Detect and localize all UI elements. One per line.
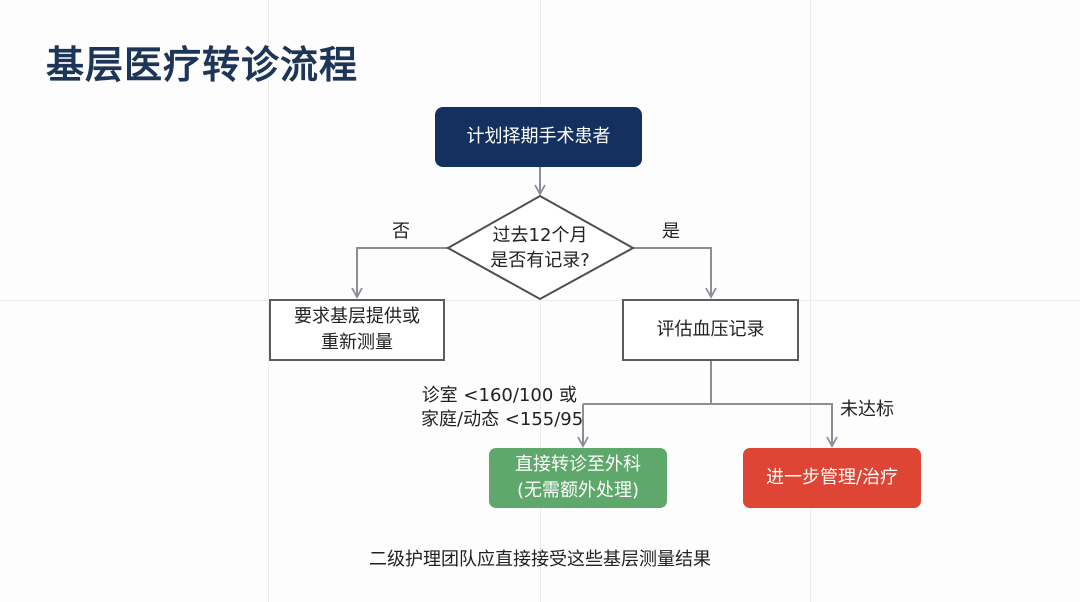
edge-label-condition-line-2: 家庭/动态 <155/95 (421, 409, 584, 430)
start-node-label: 计划择期手术患者 (466, 126, 611, 147)
edge-label-not-met: 未达标 (840, 399, 894, 420)
request-measurement-node: 要求基层提供或 重新测量 (269, 299, 445, 361)
manage-label: 进一步管理/治疗 (765, 467, 899, 488)
refer-line-2: (无需额外处理) (516, 480, 640, 501)
refer-line-1: 直接转诊至外科 (515, 454, 641, 475)
guide-line-horizontal (0, 300, 1080, 301)
connector-to-manage (711, 403, 838, 448)
refer-surgery-node: 直接转诊至外科 (无需额外处理) (489, 448, 667, 508)
evaluate-label: 评估血压记录 (656, 319, 765, 340)
decision-node-text: 过去12个月 是否有记录? (450, 222, 630, 274)
decision-line-1: 过去12个月 (492, 225, 588, 246)
edge-label-condition-line-1: 诊室 <160/100 或 (421, 385, 577, 406)
page-title: 基层医疗转诊流程 (46, 43, 359, 87)
decision-diamond (445, 194, 636, 301)
evaluate-bp-node: 评估血压记录 (622, 299, 799, 361)
further-management-node: 进一步管理/治疗 (743, 448, 921, 508)
start-node: 计划择期手术患者 (435, 107, 642, 167)
request-line-2: 重新测量 (321, 332, 393, 353)
edge-label-yes: 是 (662, 221, 680, 242)
connector-decision-yes (632, 247, 717, 299)
connector-decision-no (351, 247, 448, 299)
footer-note: 二级护理团队应直接接受这些基层测量结果 (369, 549, 711, 570)
connector-evaluate-split (583, 361, 712, 405)
guide-line-vertical (540, 0, 541, 602)
decision-line-2: 是否有记录? (490, 250, 590, 271)
guide-line-vertical (268, 0, 269, 602)
connectors (351, 167, 838, 448)
guide-line-vertical (810, 0, 811, 602)
request-line-1: 要求基层提供或 (294, 306, 420, 327)
edge-label-no: 否 (392, 221, 410, 242)
